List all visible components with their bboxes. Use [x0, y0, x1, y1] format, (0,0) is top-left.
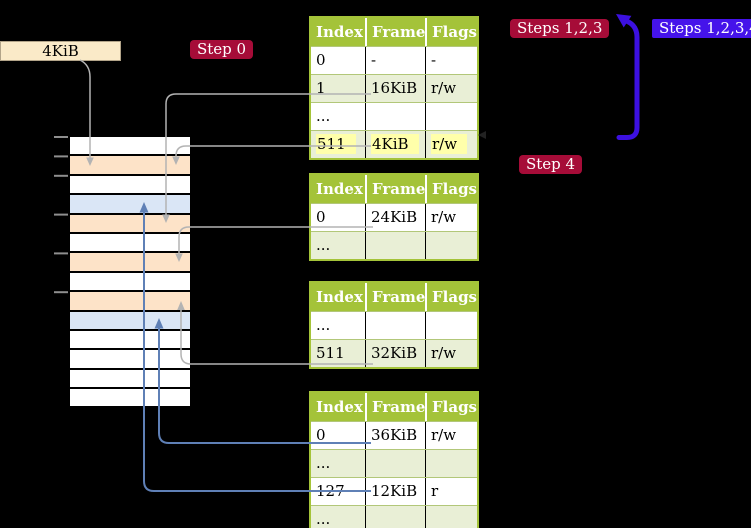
dark-arrowhead-remnant [478, 131, 486, 139]
memory-row-pagetable [70, 292, 190, 312]
memory-row-empty [70, 369, 190, 390]
table-header-cell: Flags [425, 393, 477, 421]
table-header-cell: Index [316, 288, 363, 306]
table-cell: r/w [425, 131, 477, 158]
memory-row-empty [70, 272, 190, 293]
table-cell: r/w [425, 340, 477, 367]
memory-row-pagetable [70, 253, 190, 273]
memory-row-empty [70, 137, 190, 157]
table-header-cell: Flags [425, 283, 477, 311]
memory-column [68, 135, 192, 409]
table-header-cell: Frame [365, 175, 425, 203]
table-cell: r [425, 478, 477, 505]
table-cell: 1 [316, 79, 326, 97]
table-header-cell: Index [316, 23, 363, 41]
memory-row-empty [70, 330, 190, 351]
table-header-cell: Flags [425, 18, 477, 46]
table-header-cell: Flags [425, 175, 477, 203]
memory-row-empty [70, 175, 190, 196]
table-cell: r/w [425, 75, 477, 102]
table-cell: ... [316, 316, 331, 334]
step4-badge: Step 4 [519, 155, 583, 174]
table-header-cell: Index [316, 180, 363, 198]
table-cell: - [425, 47, 477, 74]
table-header-cell: Frame [365, 18, 425, 46]
table-cell [425, 103, 477, 130]
memory-row-mapped [70, 195, 190, 215]
table-cell [425, 506, 477, 528]
table-cell [365, 312, 425, 339]
table-row: ... [311, 505, 477, 528]
table-cell: 127 [316, 482, 345, 500]
table-cell: 16KiB [365, 75, 425, 102]
table-header-cell: Frame [365, 283, 425, 311]
table-cell: 0 [316, 208, 326, 226]
table-cell [365, 232, 425, 259]
loop-arrow [616, 14, 640, 140]
table-cell [365, 103, 425, 130]
table-cell: 12KiB [365, 478, 425, 505]
table-cell: ... [316, 510, 331, 528]
step0-badge: Step 0 [190, 40, 254, 59]
table-cell [425, 450, 477, 477]
memory-row-empty [70, 389, 190, 407]
table-cell: 32KiB [365, 340, 425, 367]
table-cell: 4KiB [365, 131, 425, 158]
table-cell: 36KiB [365, 422, 425, 449]
table-cell [365, 450, 425, 477]
table-row: ... [311, 102, 477, 130]
table-row: ... [311, 311, 477, 339]
table-cell [425, 312, 477, 339]
table-header-cell: Frame [365, 393, 425, 421]
table-cell: ... [316, 454, 331, 472]
table-cell: 24KiB [365, 204, 425, 231]
table-row: ... [311, 449, 477, 477]
memory-row-mapped [70, 311, 190, 331]
table-cell: 511 [311, 131, 365, 158]
steps1234-badge: Steps 1,2,3,4 [652, 19, 751, 38]
size-label-box: 4KiB [0, 41, 121, 61]
table-cell: - [365, 47, 425, 74]
memory-row-pagetable [70, 156, 190, 176]
memory-row-empty [70, 350, 190, 370]
table-cell: r/w [425, 204, 477, 231]
table-cell: ... [316, 236, 331, 254]
steps123-badge: Steps 1,2,3 [510, 19, 610, 38]
table-cell [365, 506, 425, 528]
table-cell [425, 232, 477, 259]
table-header-cell: Index [316, 398, 363, 416]
table-cell: r/w [425, 422, 477, 449]
memory-row-pagetable [70, 214, 190, 234]
table-cell: 0 [316, 426, 326, 444]
table-cell: ... [316, 107, 331, 125]
table-cell: 511 [316, 344, 345, 362]
memory-tick-marks [54, 136, 68, 294]
table-row: 0 -- [311, 46, 477, 74]
table-cell: 0 [316, 51, 326, 69]
table-row: ... [311, 231, 477, 259]
memory-row-empty [70, 233, 190, 254]
